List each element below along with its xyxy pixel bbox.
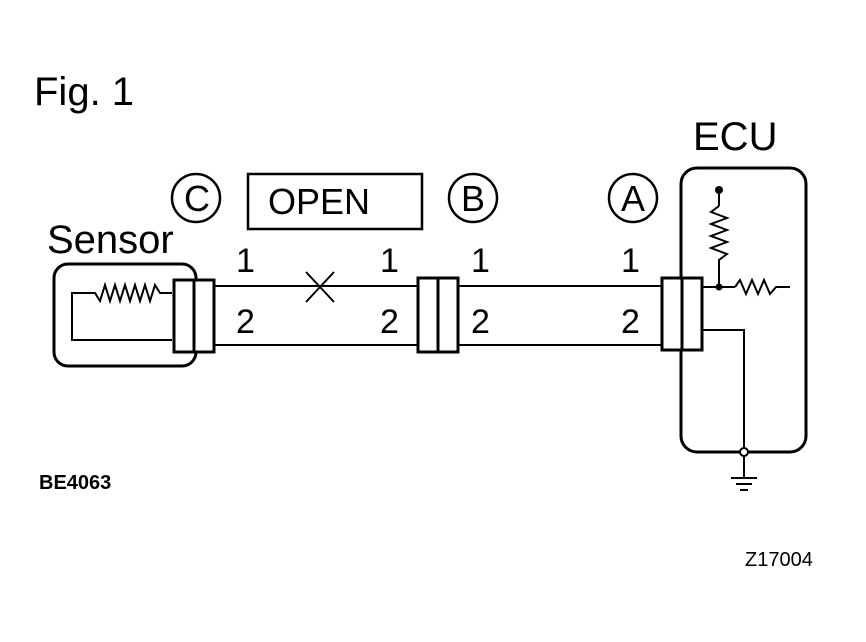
- diagram-code-right: Z17004: [745, 549, 813, 571]
- pin-c-2: 2: [236, 303, 255, 341]
- connector-a-circle: [607, 172, 659, 224]
- sensor-resistor: [71, 281, 172, 341]
- figure-title: Fig. 1: [34, 70, 134, 114]
- diagram-code-left: BE4063: [39, 472, 111, 494]
- connector-c-circle: [170, 172, 222, 224]
- connector-a-label: A: [621, 178, 645, 219]
- connector-b-label: B: [461, 178, 485, 219]
- connector-b-body: [416, 276, 460, 354]
- open-label: OPEN: [268, 181, 370, 222]
- connector-a-body: [660, 276, 704, 352]
- ecu-label: ECU: [693, 115, 777, 159]
- ecu-internal-circuit: [702, 186, 790, 457]
- pin-b-right-1: 1: [471, 242, 490, 280]
- pin-b-right-2: 2: [471, 303, 490, 341]
- ground-icon: [731, 456, 757, 491]
- pin-a-2: 2: [621, 303, 640, 341]
- connector-b-circle: [447, 172, 499, 224]
- pin-b-left-2: 2: [380, 303, 399, 341]
- open-box: [246, 172, 424, 231]
- pin-a-1: 1: [621, 242, 640, 280]
- open-circuit-mark: [305, 271, 335, 303]
- pin-b-left-1: 1: [380, 242, 399, 280]
- pin-c-1: 1: [236, 242, 255, 280]
- connector-c-label: C: [184, 178, 210, 219]
- sensor-label: Sensor: [47, 218, 174, 262]
- connector-c-body: [172, 278, 216, 354]
